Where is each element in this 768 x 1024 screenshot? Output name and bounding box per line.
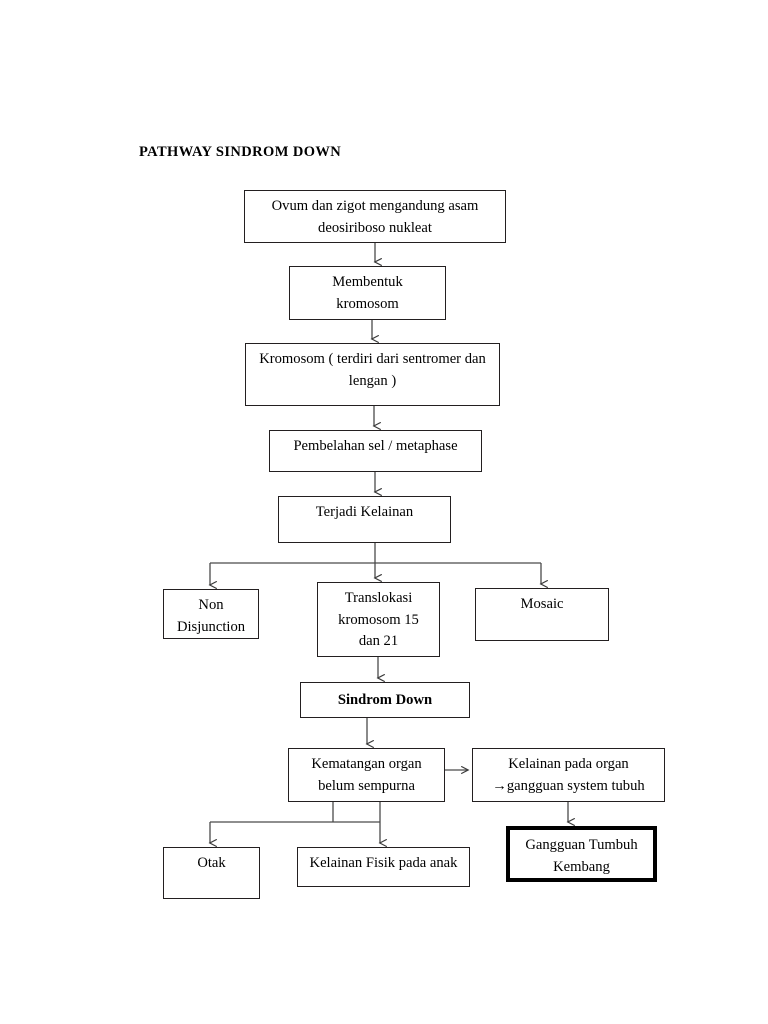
node-kromosom-label: Kromosom ( terdiri dari sentromer dan le… [259, 351, 486, 389]
node-kelainan-fisik: Kelainan Fisik pada anak [297, 847, 470, 887]
node-membentuk-kromosom: Membentuk kromosom [289, 266, 446, 320]
node-sindrom-down: Sindrom Down [300, 682, 470, 718]
node-gangguan-tumbuh-kembang-label: Gangguan Tumbuh Kembang [525, 837, 638, 875]
node-pembelahan-sel-label: Pembelahan sel / metaphase [293, 438, 458, 454]
node-non-disjunction-label: Non Disjunction [176, 597, 246, 635]
node-terjadi-kelainan: Terjadi Kelainan [278, 496, 451, 543]
node-ovum-zigot-label: Ovum dan zigot mengandung asam deosiribo… [271, 198, 479, 236]
node-kematangan-organ-label: Kematangan organ belum sempurna [311, 756, 422, 794]
node-kelainan-organ: Kelainan pada organ →gangguan system tub… [472, 748, 665, 802]
node-kelainan-organ-label: Kelainan pada organ →gangguan system tub… [492, 756, 645, 794]
node-kromosom: Kromosom ( terdiri dari sentromer dan le… [245, 343, 500, 406]
node-membentuk-kromosom-label: Membentuk kromosom [332, 274, 403, 312]
node-pembelahan-sel: Pembelahan sel / metaphase [269, 430, 482, 472]
node-gangguan-tumbuh-kembang: Gangguan Tumbuh Kembang [506, 826, 657, 882]
node-translokasi-label: Translokasi kromosom 15 dan 21 [338, 590, 419, 650]
node-non-disjunction: Non Disjunction [163, 589, 259, 639]
node-mosaic-label: Mosaic [520, 596, 564, 612]
node-translokasi: Translokasi kromosom 15 dan 21 [317, 582, 440, 657]
node-kematangan-organ: Kematangan organ belum sempurna [288, 748, 445, 802]
node-terjadi-kelainan-label: Terjadi Kelainan [315, 504, 414, 520]
node-otak: Otak [163, 847, 260, 899]
node-otak-label: Otak [197, 855, 226, 871]
node-sindrom-down-label: Sindrom Down [337, 692, 433, 708]
node-ovum-zigot: Ovum dan zigot mengandung asam deosiribo… [244, 190, 506, 243]
node-kelainan-fisik-label: Kelainan Fisik pada anak [309, 855, 458, 871]
node-mosaic: Mosaic [475, 588, 609, 641]
page-title: PATHWAY SINDROM DOWN [139, 144, 342, 160]
